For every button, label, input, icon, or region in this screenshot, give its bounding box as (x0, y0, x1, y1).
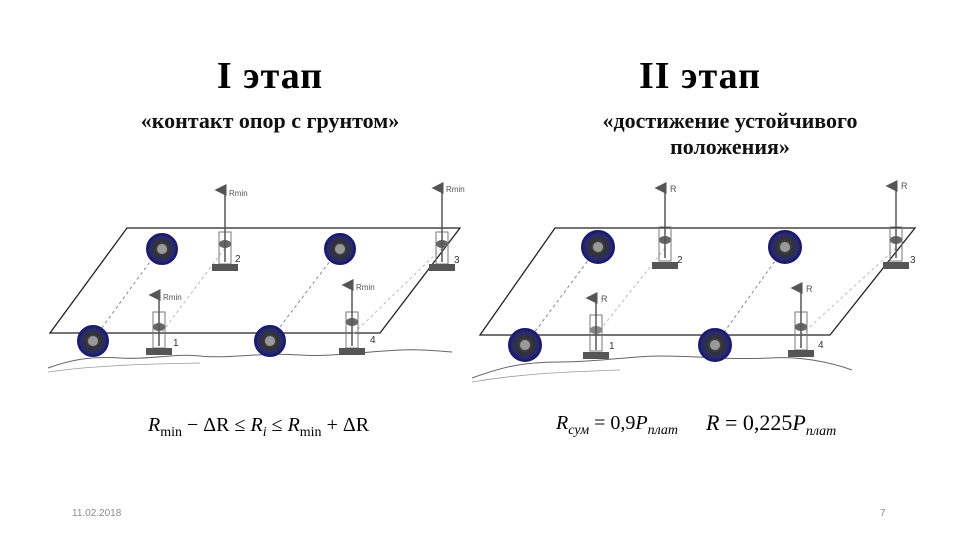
wheel (324, 233, 356, 265)
support-number: 2 (235, 254, 241, 265)
stage-2-subtitle: «достижение устойчивого положения» (520, 108, 940, 160)
stage-2-formula-sum: Rсум = 0,9Pплат (556, 412, 679, 438)
wheel (77, 325, 109, 357)
support-number: 3 (910, 255, 916, 266)
label-r-top-right: Rmin (446, 185, 465, 194)
label-r-bottom-left: R (601, 294, 608, 304)
wheel (698, 328, 732, 362)
wheel (254, 325, 286, 357)
stage-1-diagram: Rmin Rmin Rmin Rmin 2 3 1 4 (47, 182, 465, 373)
support-number: 2 (677, 255, 683, 266)
label-r-top-left: Rmin (229, 189, 248, 198)
wheel (508, 328, 542, 362)
support-number: 4 (818, 340, 824, 351)
platform (48, 227, 462, 334)
stage-2-subtitle-line1: «достижение устойчивого (602, 108, 858, 133)
ground-line (471, 355, 853, 379)
label-r-top-left: R (670, 184, 677, 194)
wheel (768, 230, 802, 264)
support-number: 3 (454, 255, 460, 266)
label-r-bottom-left: Rmin (163, 293, 182, 302)
label-r-bottom-right: Rmin (356, 283, 375, 292)
support-number: 1 (609, 341, 615, 352)
label-r-bottom-right: R (806, 284, 813, 294)
stage-2-subtitle-line2: положения» (670, 134, 790, 159)
support-number: 1 (173, 338, 179, 349)
label-r-top-right: R (901, 181, 908, 191)
stage-1-subtitle: «контакт опор с грунтом» (140, 108, 400, 133)
wheel (581, 230, 615, 264)
page-number: 7 (880, 508, 886, 519)
ground-line (47, 349, 453, 369)
stage-1-title: I этап (216, 55, 324, 97)
footer-date: 11.02.2018 (72, 508, 122, 519)
stage-2-title: II этап (638, 55, 762, 97)
stage-2-formula-r: R = 0,225Pплат (706, 410, 837, 439)
stage-1-formula: Rmin − ΔR ≤ Ri ≤ Rmin + ΔR (148, 414, 370, 440)
wheel (146, 233, 178, 265)
support-number: 4 (370, 335, 376, 346)
stage-2-diagram: R R R R 2 3 1 4 (471, 180, 917, 383)
platform (478, 227, 917, 336)
